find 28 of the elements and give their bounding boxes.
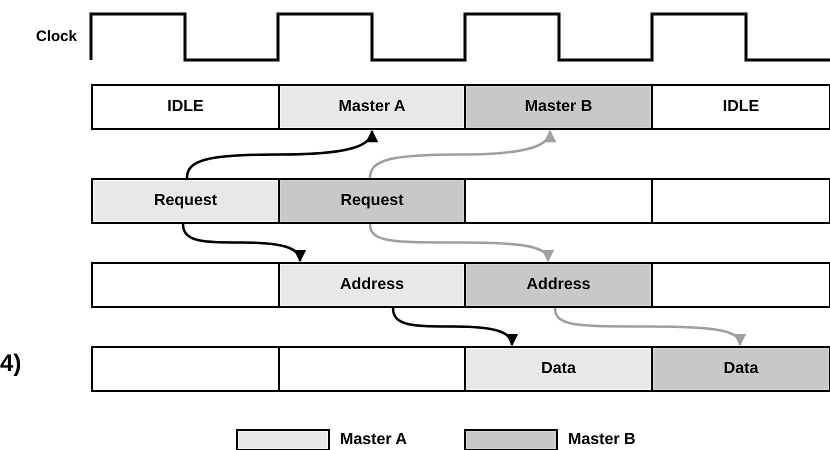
time-slot-cell [464,84,653,130]
time-slot-cell [464,262,653,308]
signal-label: Clock [36,27,77,47]
time-slot-cell [278,178,466,224]
cell-label: Request [154,191,218,211]
legend-label: Master B [568,430,637,450]
cell-label: IDLE [167,97,204,117]
time-slot-cell [91,84,280,130]
time-slot-cell [91,178,280,224]
cell-label: Master B [524,97,592,117]
time-slot-cell [278,84,466,130]
time-slot-cell [278,262,466,308]
arrow [182,224,305,262]
cell-label: Data [541,359,576,379]
arrow [186,130,377,178]
time-slot-cell [651,346,830,392]
legend-label: Master A [340,430,408,450]
cell-label: Address [340,275,404,295]
time-slot-cell [651,84,830,130]
cell-label: Master A [338,97,406,117]
cell-label: Address [526,275,591,295]
cell-label: IDLE [722,97,760,117]
cell-label: Data [724,359,758,379]
cell-label: Request [340,191,404,211]
panel-number: 4) [0,352,22,376]
arrow [368,130,555,178]
time-slot-cell [464,346,653,392]
arrow [392,308,517,346]
